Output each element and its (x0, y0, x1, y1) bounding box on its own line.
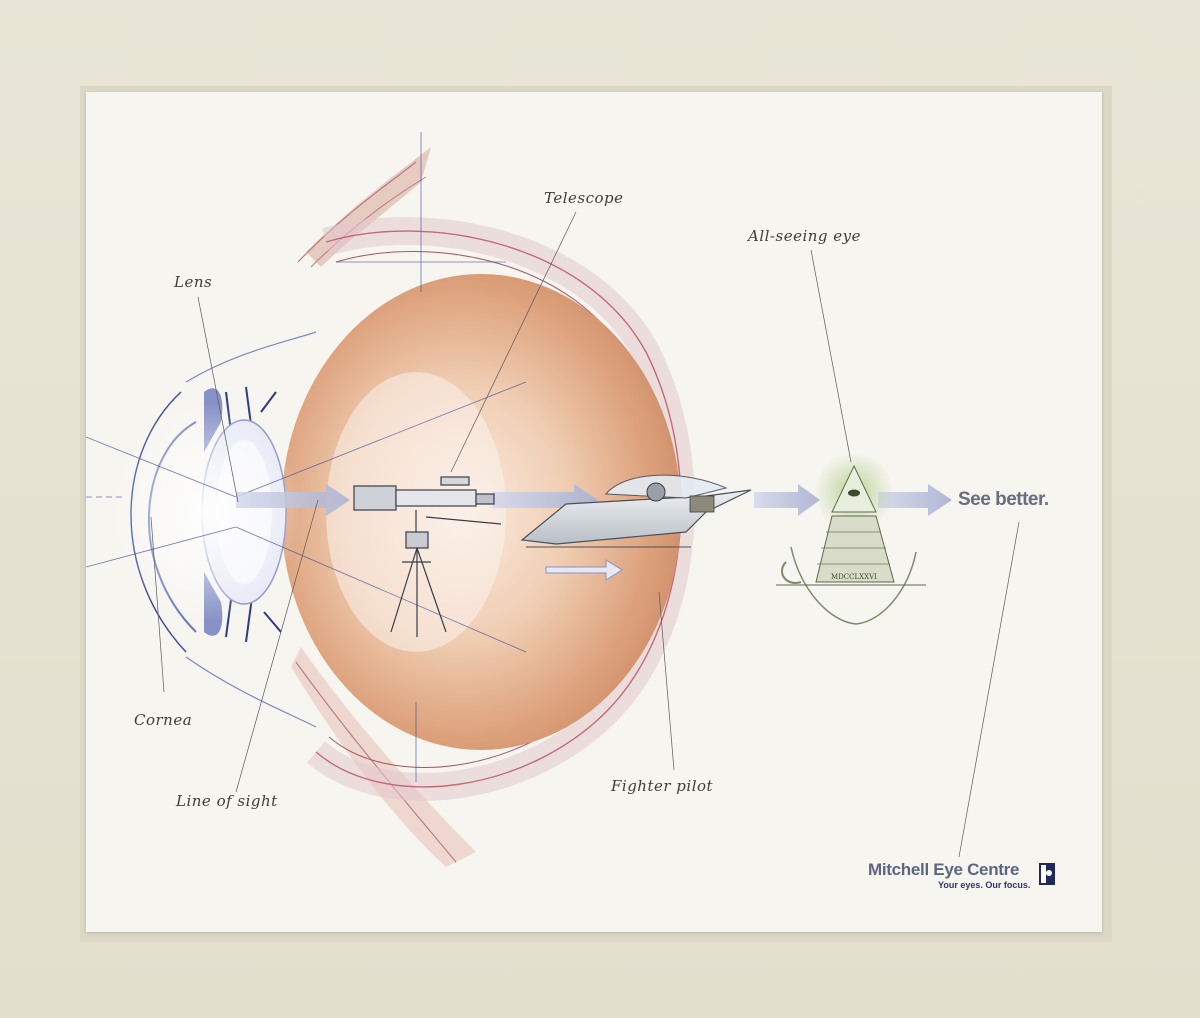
brand-block: Mitchell Eye Centre Your eyes. Our focus… (868, 860, 1068, 900)
fighter-jet-drawing (520, 474, 752, 581)
brand-name: Mitchell Eye Centre (868, 860, 1020, 879)
label-line-of-sight: Line of sight (176, 792, 278, 810)
guide-lines (86, 132, 527, 782)
poster: MDCCLXXVI Lens Telescope All-seeing eye … (86, 92, 1102, 932)
label-all-seeing-eye: All-seeing eye (748, 227, 862, 245)
label-cornea: Cornea (134, 711, 193, 729)
all-seeing-eye-drawing (776, 452, 926, 625)
leader-lines (150, 211, 1020, 858)
tagline-see-better: See better. (958, 489, 1049, 510)
telescope-drawing (353, 476, 502, 637)
label-lens: Lens (174, 273, 213, 291)
brand-logo-mark (1039, 863, 1055, 885)
brand-slogan: Your eyes. Our focus. (938, 880, 1031, 890)
cornea-and-lens (111, 331, 317, 728)
label-fighter-pilot: Fighter pilot (611, 777, 714, 795)
eye-illustration: MDCCLXXVI (86, 132, 1055, 885)
pyramid-inscription: MDCCLXXVI (831, 573, 877, 581)
label-telescope: Telescope (544, 189, 624, 207)
